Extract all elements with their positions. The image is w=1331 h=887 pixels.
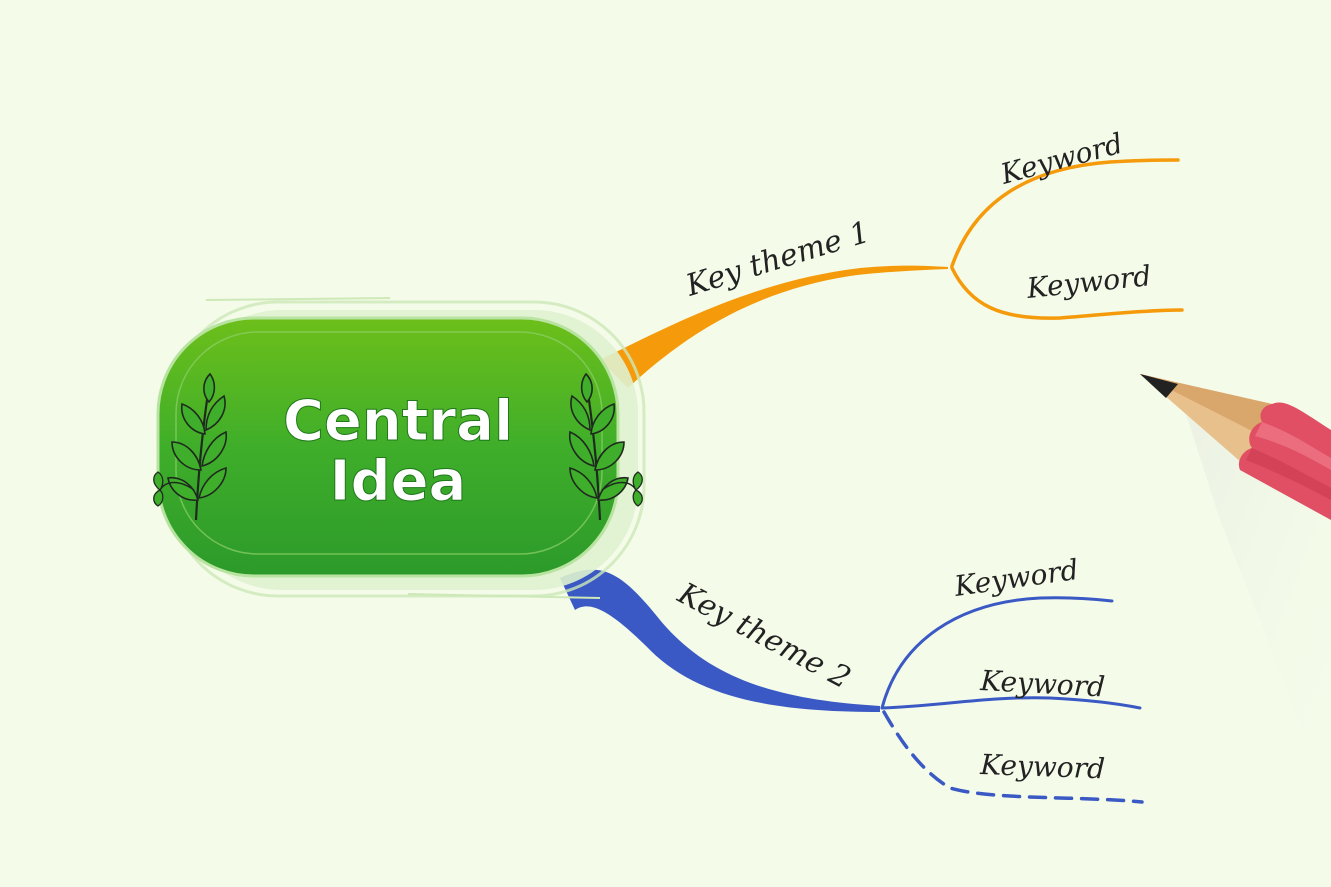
keyword-label: Keyword (951, 553, 1080, 603)
central-idea-line-2: Idea (330, 449, 467, 514)
branch-key-theme-1: Key theme 1 Keyword Keyword (600, 127, 1184, 388)
branch-1-main-line (600, 265, 948, 388)
branch-key-theme-2: Key theme 2 Keyword Keyword Keyword (560, 553, 1144, 804)
branch-1-keyword-2-line (950, 266, 1184, 320)
branch-1-keyword-1-line (950, 158, 1180, 268)
keyword-label: Keyword (979, 664, 1106, 704)
keyword-label: Keyword (979, 748, 1106, 785)
keyword-label: Keyword (1024, 259, 1152, 305)
central-idea-line-1: Central (283, 389, 513, 454)
branch-2-keyword-1-line (880, 596, 1114, 710)
pencil-icon (1140, 374, 1331, 800)
keyword-label: Keyword (996, 127, 1126, 191)
central-idea-node[interactable]: Central Idea (156, 297, 646, 599)
branch-2-main-line (560, 569, 880, 712)
branch-2-keyword-2-line (880, 696, 1142, 710)
branch-2-keyword-3-line-dashed (882, 710, 1144, 804)
